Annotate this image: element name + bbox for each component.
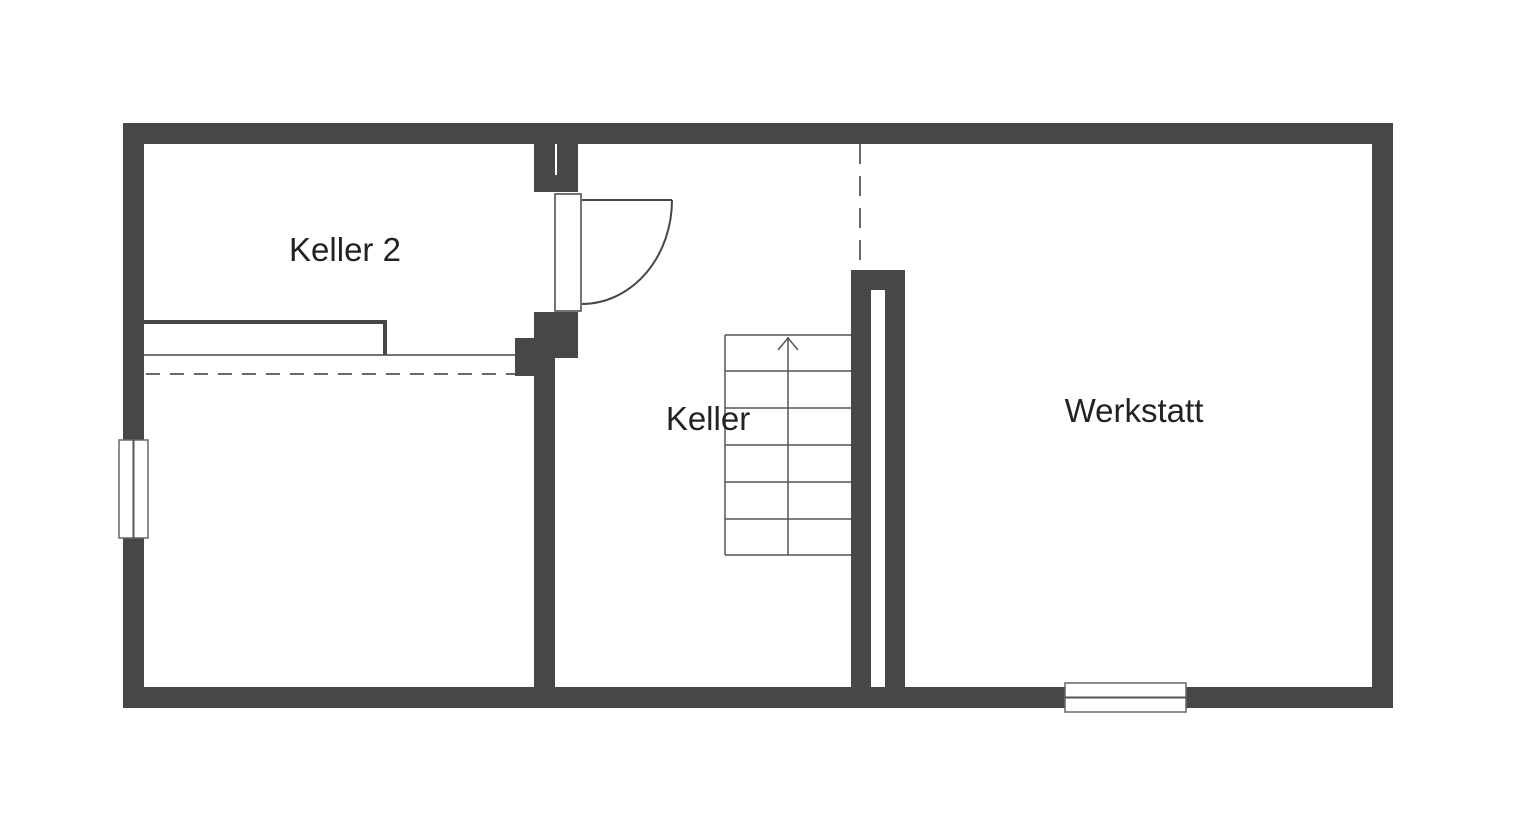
wall-keller-side (851, 270, 871, 698)
door-frame (554, 193, 582, 312)
interior-wall-right (851, 270, 905, 698)
wall-werkstatt-side (885, 270, 905, 698)
shelf (144, 320, 515, 375)
window-left[interactable] (118, 439, 149, 539)
wall-partition-vertical (534, 338, 555, 698)
interior-wall-left (515, 140, 578, 698)
window-bottom[interactable] (1064, 682, 1187, 713)
wall-bottom (123, 687, 1393, 708)
wall-top (123, 123, 1393, 144)
arrow-up-icon (777, 336, 799, 351)
room-label-keller: Keller (666, 400, 750, 437)
wall-left (123, 123, 144, 708)
wall-right (1372, 123, 1393, 708)
wall-cap (851, 270, 905, 290)
room-label-keller2: Keller 2 (289, 231, 401, 268)
door-swing-arc (581, 199, 673, 305)
door-keller2[interactable] (554, 193, 673, 312)
staircase[interactable] (724, 334, 851, 556)
room-label-werkstatt: Werkstatt (1065, 392, 1204, 429)
